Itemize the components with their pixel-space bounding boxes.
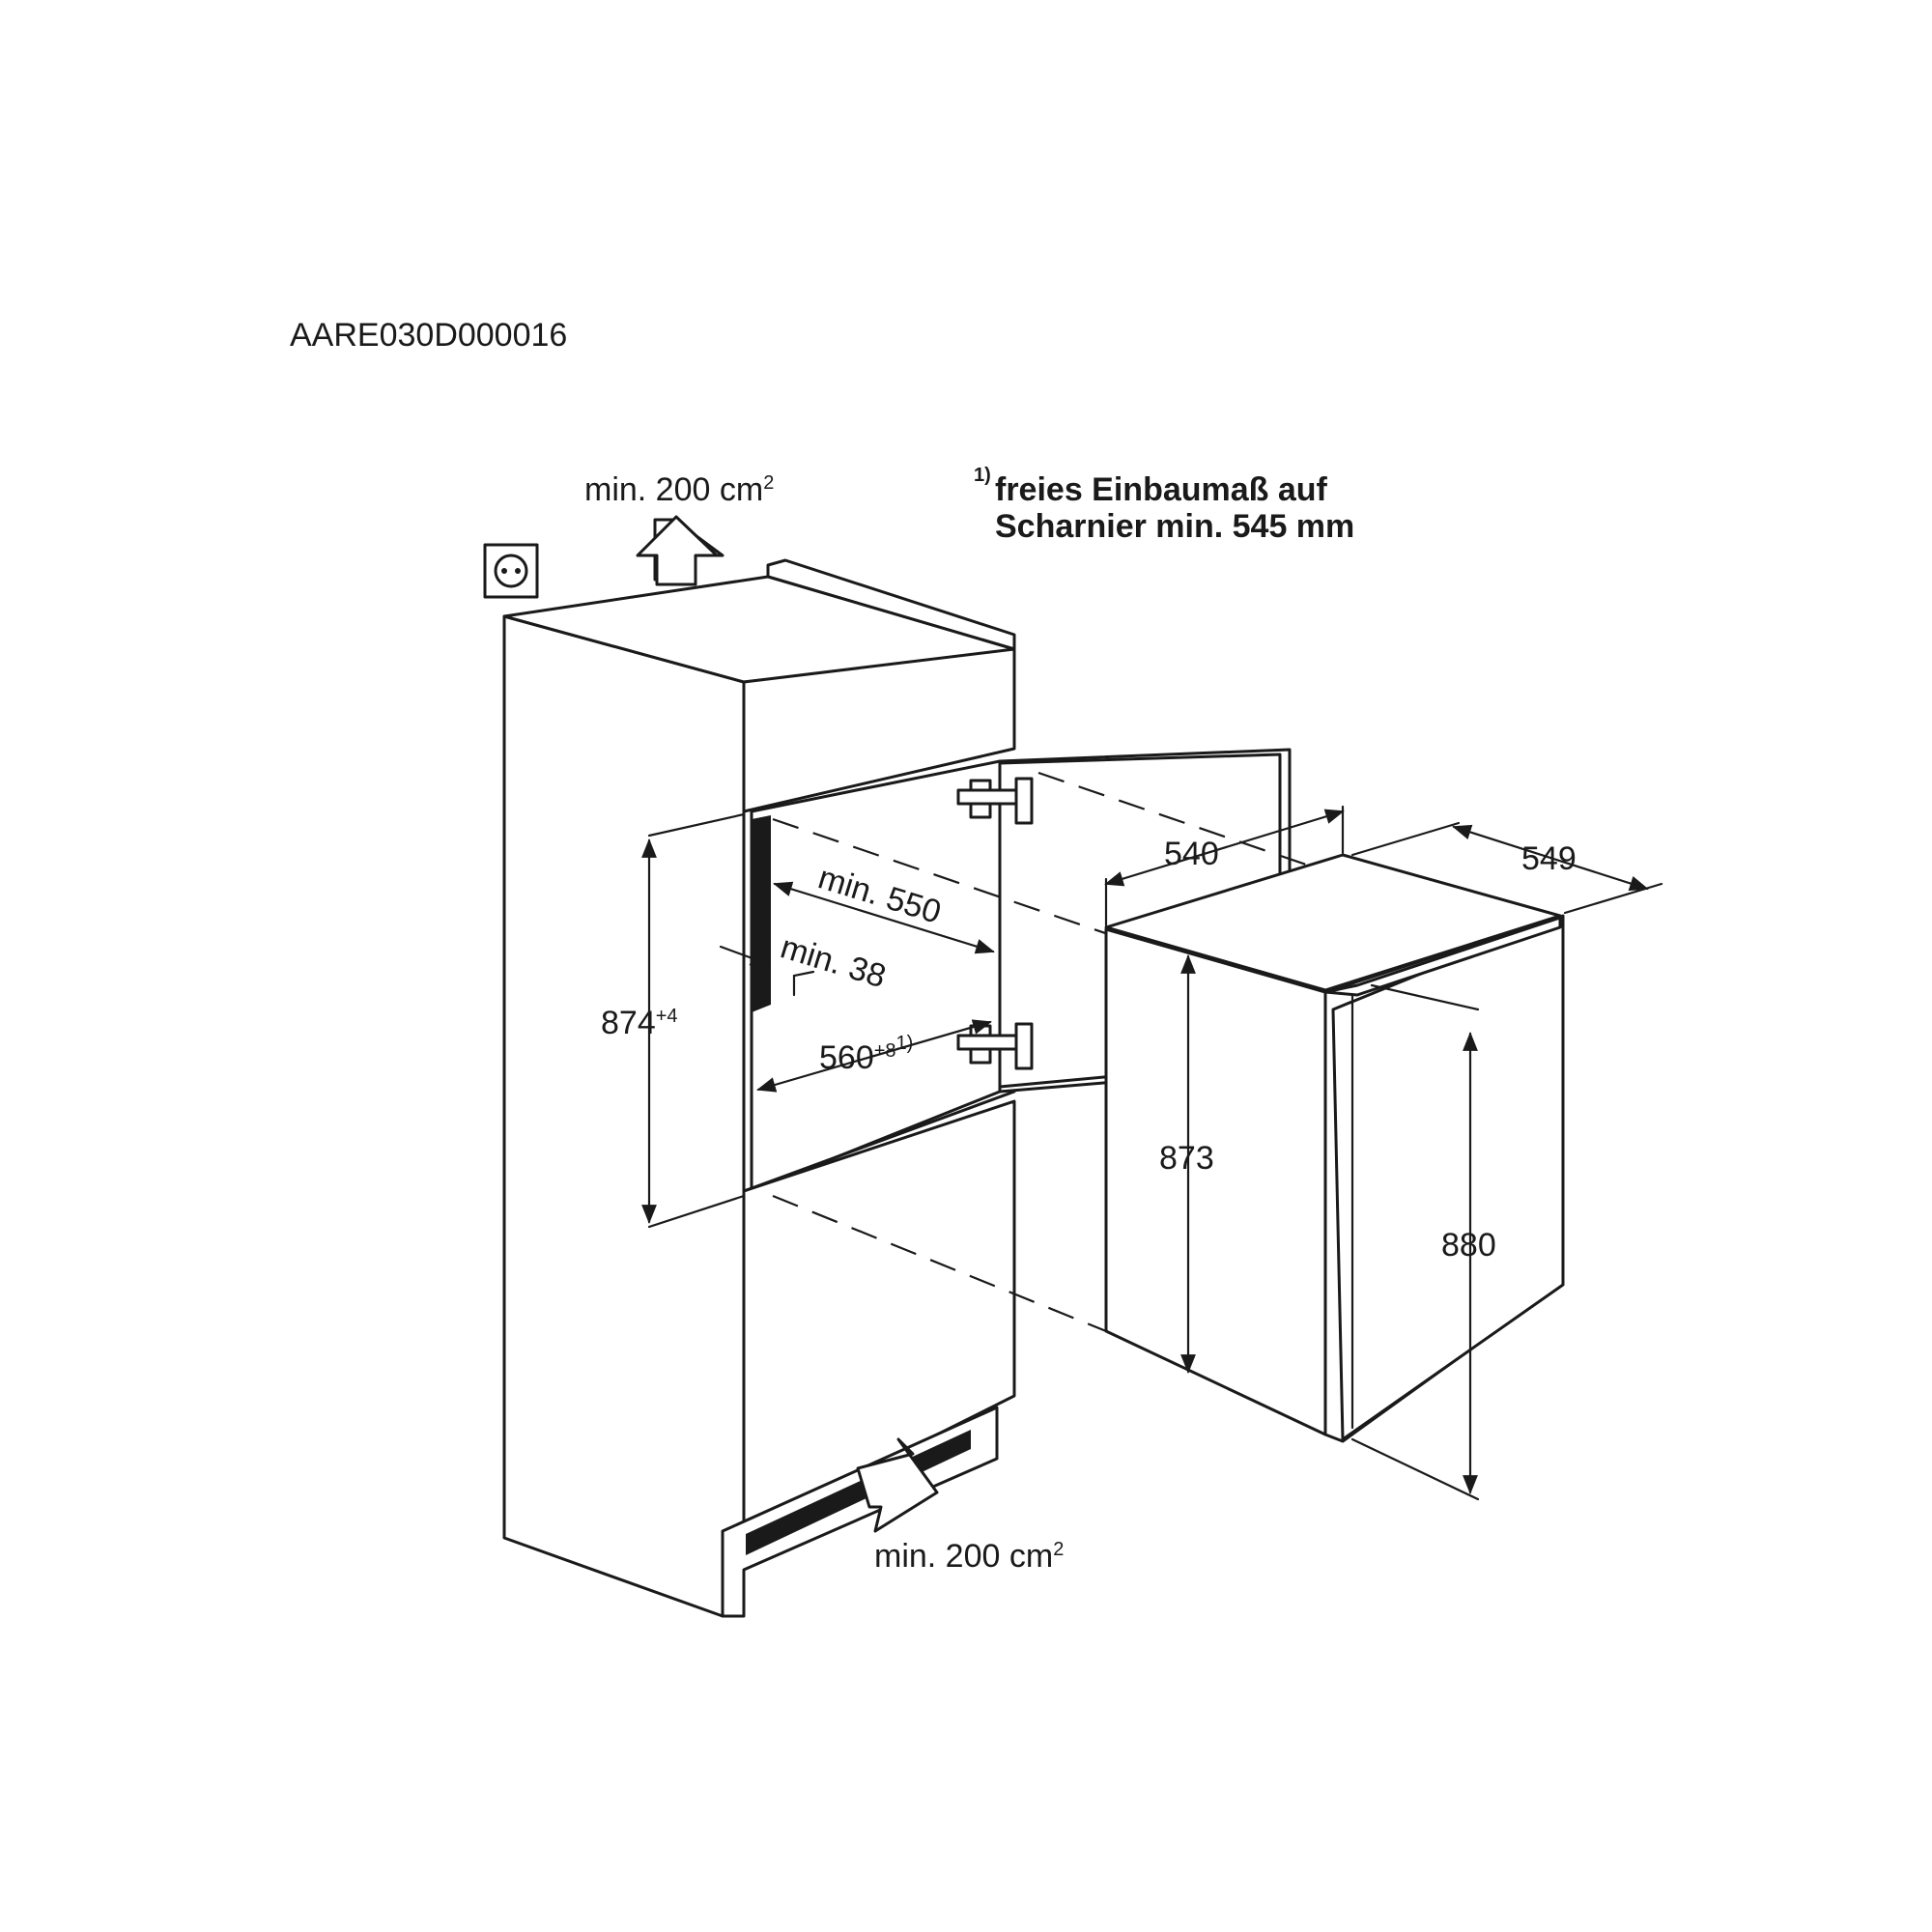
hinge-icon	[956, 777, 1034, 825]
appliance-width-label: 540	[1164, 836, 1219, 872]
cabinet-upper-front	[742, 647, 1016, 813]
appliance	[1104, 853, 1565, 1443]
niche-depth-dimension-line	[773, 881, 995, 954]
cabinet-back-ledge	[766, 558, 1016, 651]
vent-bottom-label: min. 200 cm2	[874, 1538, 1064, 1575]
niche-side-shadow	[752, 815, 771, 1012]
document-code: AARE030D000016	[290, 317, 567, 354]
niche-width-label: 560+81)	[819, 1033, 913, 1076]
cabinet-side-panel	[502, 614, 746, 1618]
niche-height-label: 874+4	[601, 1005, 678, 1041]
niche-width-dimension-line	[756, 1019, 992, 1093]
appliance-width-dimension-line	[1104, 809, 1345, 887]
airflow-in-arrow-icon	[856, 1437, 939, 1533]
vent-top-label: min. 200 cm2	[584, 471, 774, 508]
cabinet-lower-front	[742, 1099, 1016, 1533]
appliance-total-height-label: 880	[1441, 1227, 1496, 1264]
appliance-side	[1104, 927, 1327, 1436]
appliance-body-height-label: 873	[1159, 1140, 1214, 1177]
power-socket-icon	[483, 543, 539, 599]
appliance-depth-dimension-line	[1452, 824, 1649, 892]
appliance-depth-label: 549	[1521, 840, 1577, 877]
footnote-line1: 1)freies Einbaumaß auf	[974, 465, 1328, 508]
kitchen-cabinet	[502, 558, 1016, 1618]
footnote-line2: Scharnier min. 545 mm	[995, 508, 1354, 545]
